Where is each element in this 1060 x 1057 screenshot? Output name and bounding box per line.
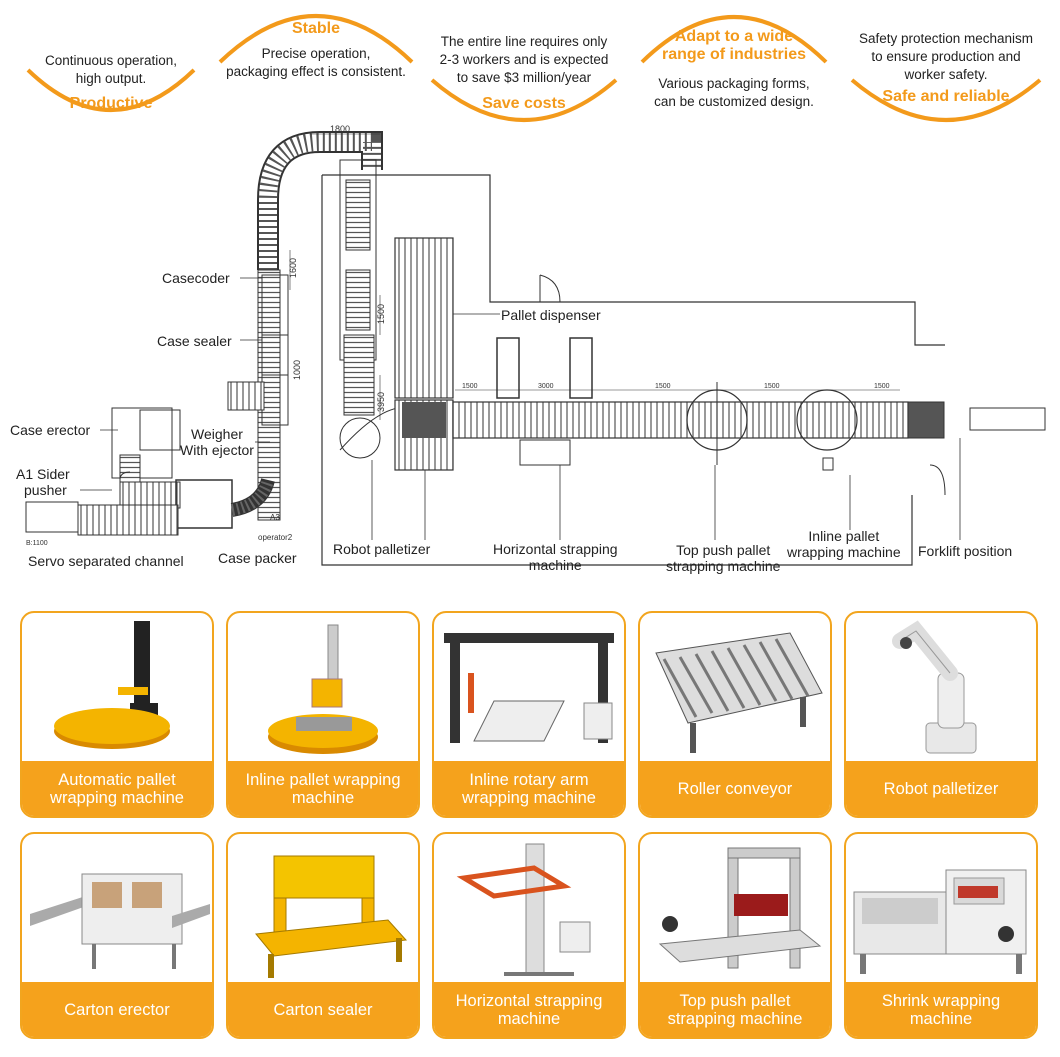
feature-title: Safe and reliable bbox=[882, 88, 1010, 105]
dim-label: 3950 bbox=[376, 392, 386, 412]
dim-label: 1500 bbox=[462, 383, 478, 390]
label-case-erector: Case erector bbox=[10, 422, 91, 438]
feature-title: Productive bbox=[69, 95, 153, 112]
operator-tag: A3 bbox=[270, 513, 280, 522]
layout-drawing: 1800 1600 1500 1000 3950 1500 3000 1500 … bbox=[25, 124, 1046, 566]
product-card-carton-erector[interactable]: Carton erector bbox=[20, 832, 214, 1039]
dim-label: 1500 bbox=[764, 383, 780, 390]
label-casecoder: Casecoder bbox=[162, 270, 230, 286]
product-card-roller-conveyor[interactable]: Roller conveyor bbox=[638, 611, 832, 818]
dim-label: 1500 bbox=[376, 304, 386, 324]
label-pallet-dispenser: Pallet dispenser bbox=[501, 307, 601, 323]
product-card-carton-sealer[interactable]: Carton sealer bbox=[226, 832, 420, 1039]
shrink-wrapping-image bbox=[853, 869, 1027, 974]
roller-conveyor-image bbox=[655, 632, 823, 753]
dim-label: B:1100 bbox=[26, 540, 48, 547]
feature-desc: Continuous operation,high output. bbox=[44, 53, 178, 86]
label-case-sealer: Case sealer bbox=[157, 333, 232, 349]
feature-desc: Precise operation,packaging effect is co… bbox=[226, 46, 406, 79]
product-caption: Roller conveyor bbox=[640, 761, 830, 816]
dim-label: 1500 bbox=[874, 383, 890, 390]
pallet-wrapper-image bbox=[54, 621, 170, 749]
carton-erector-image bbox=[30, 873, 210, 969]
production-line-layout: 1800 1600 1500 1000 3950 1500 3000 1500 … bbox=[0, 120, 1060, 600]
label-forklift-position: Forklift position bbox=[918, 543, 1013, 559]
feature-title: Save costs bbox=[482, 95, 566, 112]
top-push-strapping-image bbox=[658, 847, 822, 969]
dim-label: 3000 bbox=[538, 383, 554, 390]
dim-label: 1000 bbox=[292, 360, 302, 380]
feature-arc bbox=[430, 78, 618, 122]
inline-wrapper-image bbox=[268, 624, 378, 754]
dim-label: 1600 bbox=[288, 258, 298, 278]
feature-desc: Various packaging forms,can be customize… bbox=[654, 76, 814, 109]
operator-tag: operator2 bbox=[258, 533, 293, 542]
feature-title: Stable bbox=[291, 20, 340, 37]
dim-label: 1800 bbox=[330, 124, 350, 134]
rotary-arm-wrapper-image bbox=[444, 633, 614, 743]
carton-sealer-image bbox=[255, 855, 408, 978]
product-caption: Carton erector bbox=[22, 982, 212, 1037]
feature-arc bbox=[26, 68, 196, 112]
product-caption: Carton sealer bbox=[228, 982, 418, 1037]
product-caption: Robot palletizer bbox=[846, 761, 1036, 816]
feature-productive: Continuous operation,high output. Produc… bbox=[22, 0, 200, 135]
feature-arc bbox=[640, 15, 828, 64]
label-case-packer: Case packer bbox=[218, 550, 297, 566]
dim-label: 1500 bbox=[655, 383, 671, 390]
feature-arc bbox=[218, 14, 414, 64]
feature-arc bbox=[850, 78, 1042, 122]
label-robot-palletizer: Robot palletizer bbox=[333, 541, 431, 557]
product-card-robot-palletizer[interactable]: Robot palletizer bbox=[844, 611, 1038, 818]
feature-stable: Stable Precise operation,packaging effec… bbox=[212, 0, 420, 135]
label-servo-channel: Servo separated channel bbox=[28, 553, 184, 569]
horizontal-strapping-image bbox=[456, 843, 591, 976]
robot-palletizer-image bbox=[892, 620, 977, 754]
